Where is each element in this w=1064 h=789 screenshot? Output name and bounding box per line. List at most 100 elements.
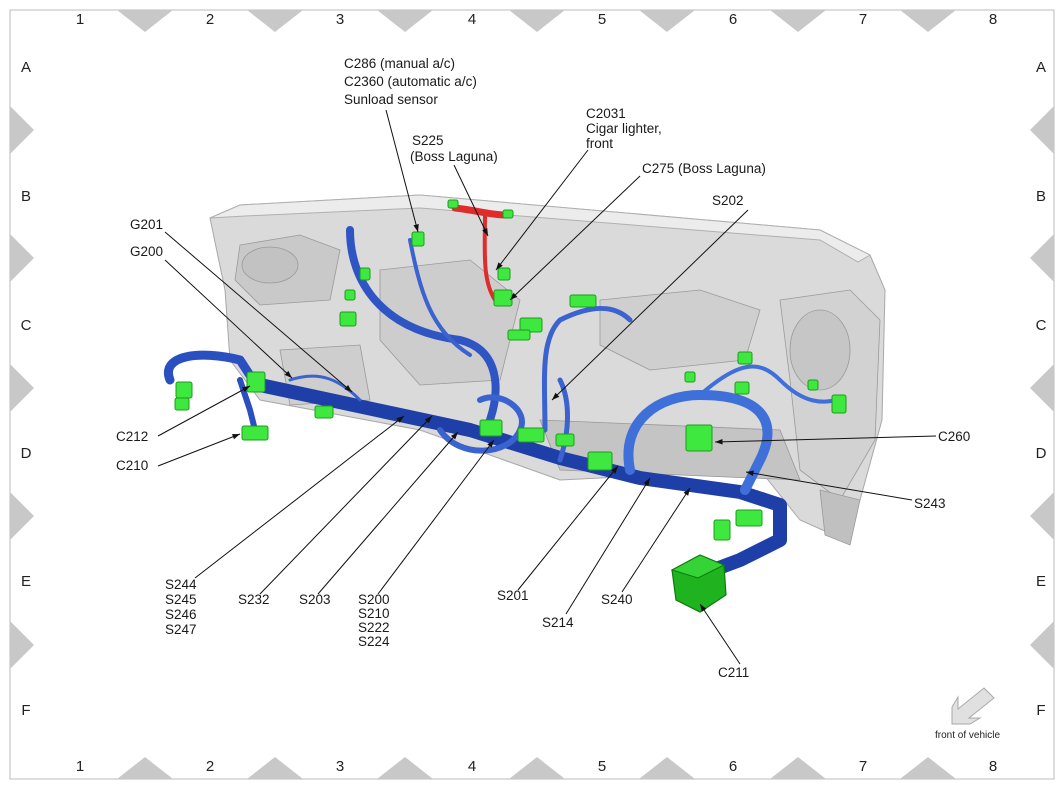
leader-line (317, 431, 459, 595)
border-marker-right (1030, 106, 1054, 154)
border-marker-bottom (770, 757, 826, 779)
grid-column-label-8-bottom: 8 (989, 758, 997, 775)
callout-c275: C275 (Boss Laguna) (642, 161, 766, 176)
border-marker-right (1030, 492, 1054, 540)
connector-c211-top (670, 554, 726, 579)
connector-block (737, 351, 753, 365)
grid-row-label-D-left: D (21, 445, 32, 462)
leader-arrowhead (424, 416, 432, 424)
border-marker-left (10, 492, 34, 540)
border-marker-right (1030, 364, 1054, 412)
grid-column-label-8-top: 8 (989, 11, 997, 28)
callout-s243: S243 (914, 496, 946, 511)
callout-c212: C212 (116, 429, 148, 444)
connector-block (174, 397, 190, 411)
callout-s203: S203 (299, 592, 331, 607)
grid-row-label-B-left: B (21, 188, 31, 205)
callout-c210: C210 (116, 458, 148, 473)
connector-block (344, 289, 356, 301)
border-marker-right (1030, 621, 1054, 669)
leader-line (699, 603, 741, 665)
leader-line (621, 487, 691, 593)
leader-line (453, 164, 489, 237)
leader-line (745, 471, 913, 501)
connector-block (507, 329, 531, 341)
leader-arrowhead (242, 386, 250, 392)
connector-block (246, 371, 266, 393)
border-marker-top (639, 10, 695, 32)
callout-s225: S225(Boss Laguna) (410, 133, 498, 164)
leader-arrowhead (482, 228, 488, 236)
callout-c211: C211 (718, 665, 749, 680)
connector-block (831, 394, 847, 414)
connector-block (241, 425, 269, 441)
leader-line (565, 477, 651, 615)
grid-row-label-C-right: C (1036, 317, 1047, 334)
leader-line (714, 435, 937, 443)
border-marker-bottom (639, 757, 695, 779)
connector-block (569, 294, 597, 308)
connector-block (684, 371, 696, 383)
connector-block (493, 289, 513, 307)
grid-row-label-D-right: D (1036, 445, 1047, 462)
grid-row-label-A-right: A (1036, 59, 1046, 76)
leader-arrowhead (611, 466, 618, 474)
grid-column-label-4-bottom: 4 (468, 758, 476, 775)
grid-column-label-2-bottom: 2 (206, 758, 214, 775)
leader-arrowhead (552, 392, 560, 400)
connector-block (314, 405, 334, 419)
leader-lines (157, 109, 937, 665)
leader-arrowhead (746, 470, 754, 476)
leader-line (259, 415, 433, 595)
connector-block (555, 433, 575, 447)
leader-arrowhead (232, 434, 240, 440)
grid-column-label-6-bottom: 6 (729, 758, 737, 775)
grid-column-label-3-top: 3 (336, 11, 344, 28)
callout-s232: S232 (238, 592, 270, 607)
connector-block (447, 199, 459, 209)
callout-g200: G200 (130, 244, 163, 259)
border-marker-left (10, 234, 34, 282)
grid-row-label-F-right: F (1036, 702, 1045, 719)
border-marker-top (770, 10, 826, 32)
leader-line (164, 231, 353, 393)
grid-column-label-5-top: 5 (598, 11, 606, 28)
leader-arrowhead (396, 416, 404, 423)
leader-arrowhead (496, 262, 503, 270)
grid-row-label-E-left: E (21, 573, 31, 590)
connector-block (497, 267, 511, 281)
border-marker-top (900, 10, 956, 32)
leader-line (495, 149, 589, 271)
leader-arrowhead (344, 385, 352, 392)
instrument-panel-body (209, 194, 886, 546)
leader-line (164, 259, 293, 379)
border-marker-bottom (377, 757, 433, 779)
border-marker-right (1030, 234, 1054, 282)
leader-line (385, 109, 419, 233)
leader-arrowhead (700, 604, 707, 612)
connectors (174, 199, 847, 613)
leader-arrowhead (715, 439, 723, 445)
grid-column-label-5-bottom: 5 (598, 758, 606, 775)
grid-row-label-A-left: A (21, 59, 31, 76)
callout-s240: S240 (601, 592, 633, 607)
leader-line (509, 175, 641, 301)
connector-block (359, 267, 371, 281)
connector-block (734, 381, 750, 395)
connector-block (175, 381, 193, 399)
callout-labels: C286 (manual a/c)C2360 (automatic a/c)Su… (116, 56, 970, 680)
border-marker-top (117, 10, 173, 32)
front-of-vehicle-indicator: front of vehicle (935, 687, 1000, 741)
border-marker-top (247, 10, 303, 32)
leader-line (551, 209, 749, 401)
grid-column-label-4-top: 4 (468, 11, 476, 28)
border-marker-left (10, 364, 34, 412)
border-marker-bottom (117, 757, 173, 779)
border-marker-bottom (247, 757, 303, 779)
callout-c286: C286 (manual a/c)C2360 (automatic a/c)Su… (344, 56, 477, 107)
callout-s214: S214 (542, 615, 574, 630)
leader-arrowhead (413, 224, 419, 232)
